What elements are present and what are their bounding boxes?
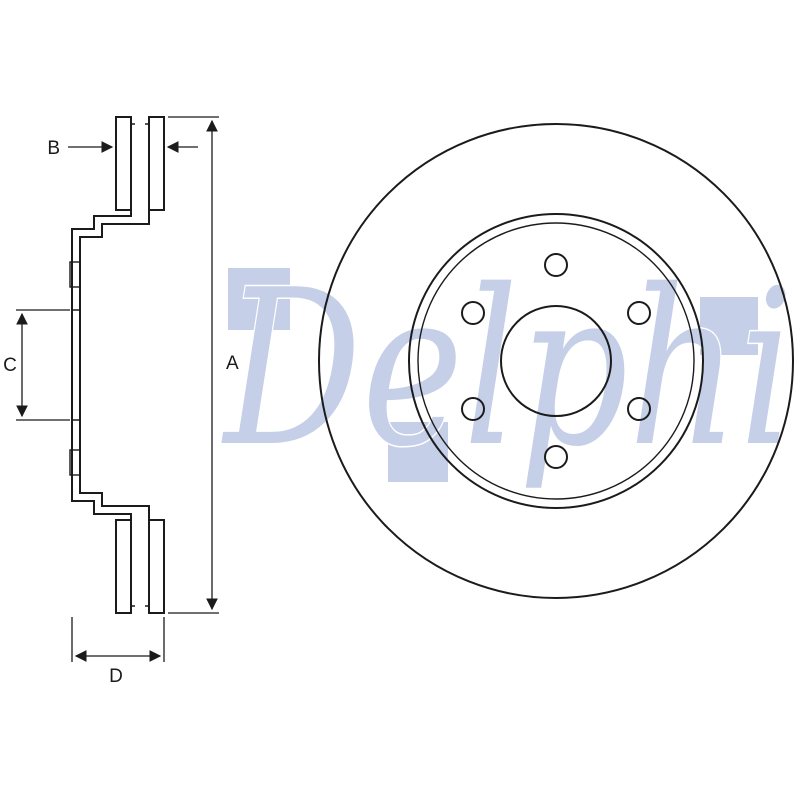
disc-front-view bbox=[318, 123, 794, 599]
dim-label-d: D bbox=[109, 666, 123, 687]
center-bore-circle bbox=[500, 305, 612, 417]
dim-label-b: B bbox=[47, 138, 60, 159]
disc-cross-section-view bbox=[69, 116, 165, 614]
outer-diameter-circle bbox=[318, 123, 794, 599]
brand-watermark: Delphi bbox=[219, 242, 795, 496]
hub-ring-outer-circle bbox=[408, 213, 704, 509]
bolt-hole-upper-left bbox=[461, 301, 485, 325]
top-ring-outboard-plate bbox=[148, 116, 165, 211]
watermark-square bbox=[700, 297, 758, 355]
dimension-c-center-bore: C bbox=[3, 309, 70, 421]
flange-bolt-hole-section-bottom bbox=[69, 449, 81, 476]
bolt-hole-bottom bbox=[544, 445, 568, 469]
dimension-a-outer-diameter: A bbox=[168, 116, 239, 614]
bottom-ring-outboard-plate bbox=[148, 519, 165, 614]
hub-ring-inner-circle bbox=[417, 222, 695, 500]
bolt-hole-lower-right bbox=[627, 397, 651, 421]
hat-inner-profile bbox=[79, 210, 150, 520]
bottom-ring-inboard-plate bbox=[115, 519, 132, 614]
dim-label-a: A bbox=[226, 353, 239, 374]
dim-label-c: C bbox=[3, 355, 17, 376]
top-ring-inboard-plate bbox=[115, 116, 132, 211]
watermark-square bbox=[228, 268, 290, 330]
flange-bolt-hole-section-top bbox=[69, 261, 81, 288]
watermark-brand-text: Delphi bbox=[221, 243, 794, 494]
bolt-hole-top bbox=[544, 253, 568, 277]
dimension-b-thickness: B bbox=[47, 138, 198, 159]
bolt-hole-upper-right bbox=[627, 301, 651, 325]
center-bore-section-edges bbox=[72, 309, 80, 421]
bolt-hole-lower-left bbox=[461, 397, 485, 421]
vent-chamfer-notches bbox=[131, 123, 149, 607]
dimension-d-overall-height: D bbox=[71, 617, 165, 687]
hat-outer-profile bbox=[71, 210, 132, 520]
